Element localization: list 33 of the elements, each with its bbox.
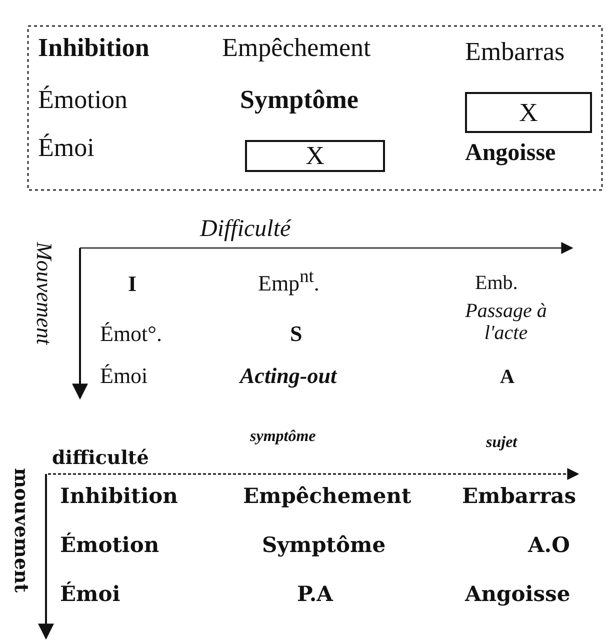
- table-term: I: [128, 272, 137, 296]
- table-term: Émoi: [60, 582, 120, 606]
- table-term: Embarras: [462, 484, 576, 508]
- axis-label: difficulté: [52, 448, 149, 469]
- table-term: Émoi: [38, 134, 94, 163]
- boxed-cell: X: [465, 92, 592, 133]
- table-term: Emp$^{nt}$.: [258, 266, 320, 296]
- table-term: Empêchement: [243, 484, 412, 508]
- column-note: symptôme: [250, 428, 316, 446]
- table-term: Émotion: [38, 86, 128, 115]
- boxed-cell: X: [245, 140, 385, 172]
- table-term: A.O: [528, 533, 570, 556]
- table-term: Symptôme: [240, 86, 358, 115]
- table-term: Embarras: [465, 38, 565, 67]
- axis-label: Mouvement: [32, 242, 56, 345]
- table-term: A: [500, 366, 514, 388]
- table-term: Symptôme: [262, 533, 386, 556]
- table-term: Angoisse: [465, 582, 570, 606]
- table-term: Inhibition: [60, 484, 178, 508]
- table-term: Empêchement: [222, 34, 371, 63]
- table-term: Acting-out: [240, 364, 337, 388]
- table-term: P.A: [297, 582, 333, 606]
- axis-label: Difficulté: [200, 216, 291, 242]
- table-term: S: [290, 322, 302, 346]
- table-term: Emb.: [475, 272, 518, 294]
- table-term: Émot°.: [100, 322, 162, 346]
- table-term: Émotion: [60, 533, 160, 556]
- table-term: Inhibition: [38, 34, 150, 63]
- axis-label: mouvement: [10, 468, 31, 593]
- table-term: Passage à l'acte: [464, 300, 548, 344]
- column-note: sujet: [486, 434, 518, 452]
- table-term: Angoisse: [465, 140, 556, 166]
- table-term: Émoi: [100, 364, 148, 388]
